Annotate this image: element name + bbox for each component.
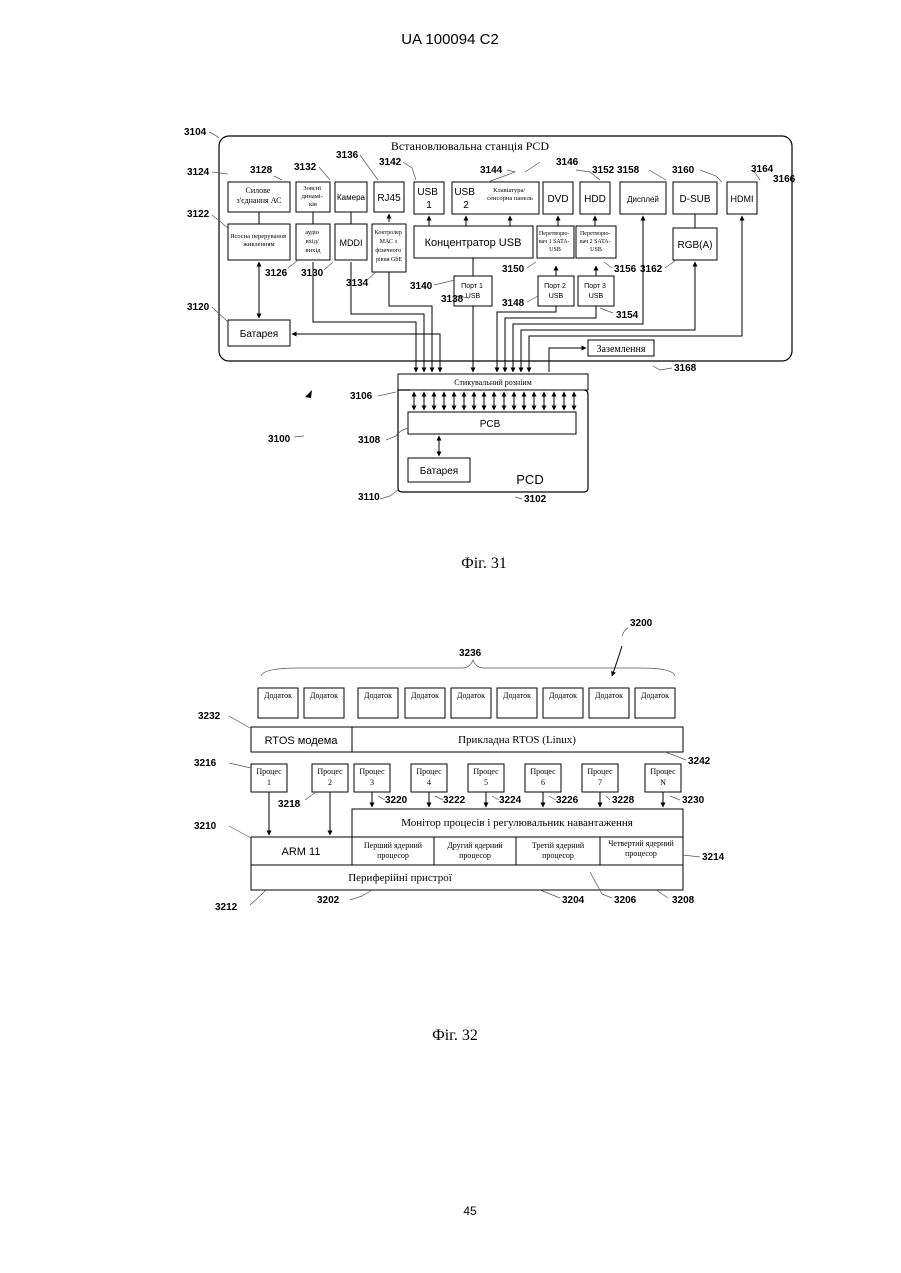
page-number: 45 bbox=[463, 1204, 477, 1218]
ref-3124: 3124 bbox=[187, 167, 210, 178]
station-title: Встановлювальна станція PCD bbox=[391, 139, 549, 153]
ref-3242: 3242 bbox=[688, 756, 711, 767]
ref-3146: 3146 bbox=[556, 157, 579, 168]
ref-3100: 3100 bbox=[268, 434, 291, 445]
app-label: Додаток bbox=[641, 691, 669, 700]
app-label: Додаток bbox=[549, 691, 577, 700]
process-monitor-label: Монітор процесів і регулювальник наванта… bbox=[401, 817, 633, 829]
pcd-label: PCD bbox=[516, 472, 543, 487]
app-label: Додаток bbox=[503, 691, 531, 700]
app-label: Додаток bbox=[264, 691, 292, 700]
ref-3230: 3230 bbox=[682, 795, 705, 806]
app-label: Додаток bbox=[595, 691, 623, 700]
ref-3126: 3126 bbox=[265, 268, 288, 279]
app-label: Додаток bbox=[364, 691, 392, 700]
ref-3122: 3122 bbox=[187, 209, 210, 220]
hdd-label: HDD bbox=[584, 194, 606, 205]
usb-port-2-box bbox=[538, 276, 574, 306]
ref-3104: 3104 bbox=[184, 127, 207, 138]
fig32-pointer-arrow bbox=[612, 646, 622, 676]
ref-3218: 3218 bbox=[278, 799, 301, 810]
ref-3228: 3228 bbox=[612, 795, 635, 806]
app-label: Додаток bbox=[457, 691, 485, 700]
ref-3226: 3226 bbox=[556, 795, 579, 806]
display-label: Дисплей bbox=[627, 195, 659, 204]
rgb-label: RGB(A) bbox=[678, 240, 713, 251]
ref-3106: 3106 bbox=[350, 391, 373, 402]
ref-3154: 3154 bbox=[616, 310, 639, 321]
pcb-label: PCB bbox=[480, 419, 501, 430]
rj45-label: RJ45 bbox=[377, 193, 401, 204]
ref-3224: 3224 bbox=[499, 795, 522, 806]
ref-3208: 3208 bbox=[672, 895, 695, 906]
arm-label: ARM 11 bbox=[282, 846, 321, 858]
peripherals-box bbox=[251, 865, 683, 890]
processes-row: Процес1 Процес2 Процес3 Процес4 Процес5 … bbox=[251, 764, 681, 792]
rtos-modem-label: RTOS модема bbox=[265, 735, 339, 747]
ref-3110: 3110 bbox=[358, 492, 380, 503]
ref-3162: 3162 bbox=[640, 264, 663, 275]
hdmi-label: HDMI bbox=[731, 194, 754, 204]
dvd-label: DVD bbox=[547, 194, 568, 205]
keyboard-label: Клавіатура/ сенсорна панель bbox=[487, 187, 533, 202]
ref-3140: 3140 bbox=[410, 281, 433, 292]
ref-3134: 3134 bbox=[346, 278, 369, 289]
ref-3152: 3152 bbox=[592, 165, 615, 176]
ref-3108: 3108 bbox=[358, 435, 381, 446]
ref-3142: 3142 bbox=[379, 157, 402, 168]
ref-3212: 3212 bbox=[215, 902, 238, 913]
figure-32: Додаток Додаток Додаток Додаток Додаток … bbox=[194, 618, 725, 1044]
ground-label: Заземлення bbox=[597, 344, 646, 355]
figure-31: Встановлювальна станція PCD Силове з'єдн… bbox=[184, 127, 796, 572]
app-label: Додаток bbox=[310, 691, 338, 700]
ref-3206: 3206 bbox=[614, 895, 637, 906]
docking-connector-label: Стикувальний розніим bbox=[454, 378, 532, 387]
figure-31-caption: Фіг. 31 bbox=[461, 555, 507, 572]
usb-hub-label: Концентратор USB bbox=[425, 237, 522, 249]
app-label: Додаток bbox=[411, 691, 439, 700]
ref-3156: 3156 bbox=[614, 264, 637, 275]
ref-3120: 3120 bbox=[187, 302, 210, 313]
ref-3128: 3128 bbox=[250, 165, 273, 176]
ref-3202: 3202 bbox=[317, 895, 340, 906]
ref-3160: 3160 bbox=[672, 165, 695, 176]
rtos-app-label: Прикладна RTOS (Linux) bbox=[458, 734, 576, 746]
peripherals-label: Периферійні пристрої bbox=[348, 872, 452, 884]
ref-3204: 3204 bbox=[562, 895, 585, 906]
ref-3220: 3220 bbox=[385, 795, 408, 806]
ref-3216: 3216 bbox=[194, 758, 217, 769]
ref-3222: 3222 bbox=[443, 795, 466, 806]
dsub-label: D-SUB bbox=[679, 194, 710, 205]
ref-3144: 3144 bbox=[480, 165, 503, 176]
ref-3130: 3130 bbox=[301, 268, 324, 279]
ref-3138: 3138 bbox=[441, 294, 464, 305]
ref-3164: 3164 bbox=[751, 164, 774, 175]
camera-label: Камера bbox=[337, 193, 366, 202]
ref-3158: 3158 bbox=[617, 165, 640, 176]
pcd-battery-label: Батарея bbox=[420, 466, 458, 477]
ref-3236: 3236 bbox=[459, 648, 482, 659]
fig31-pointer-arrow bbox=[305, 390, 312, 398]
ref-3136: 3136 bbox=[336, 150, 359, 161]
ref-3150: 3150 bbox=[502, 264, 525, 275]
ref-3166: 3166 bbox=[773, 174, 796, 185]
usb-port-3-box bbox=[578, 276, 614, 306]
ref-3148: 3148 bbox=[502, 298, 525, 309]
ref-3168: 3168 bbox=[674, 363, 697, 374]
mddi-label: MDDI bbox=[340, 238, 363, 248]
patent-header: UA 100094 C2 bbox=[401, 31, 499, 48]
audio-io-label: аудіо вхід/ вихід bbox=[305, 229, 321, 254]
station-battery-label: Батарея bbox=[240, 329, 278, 340]
figure-32-caption: Фіг. 32 bbox=[432, 1027, 478, 1044]
ref-3200: 3200 bbox=[630, 618, 653, 629]
ref-3102: 3102 bbox=[524, 494, 547, 505]
ref-3232: 3232 bbox=[198, 711, 221, 722]
ref-3210: 3210 bbox=[194, 821, 217, 832]
apps-row: Додаток Додаток Додаток Додаток Додаток … bbox=[258, 688, 675, 718]
ref-3214: 3214 bbox=[702, 852, 725, 863]
ref-3132: 3132 bbox=[294, 162, 317, 173]
